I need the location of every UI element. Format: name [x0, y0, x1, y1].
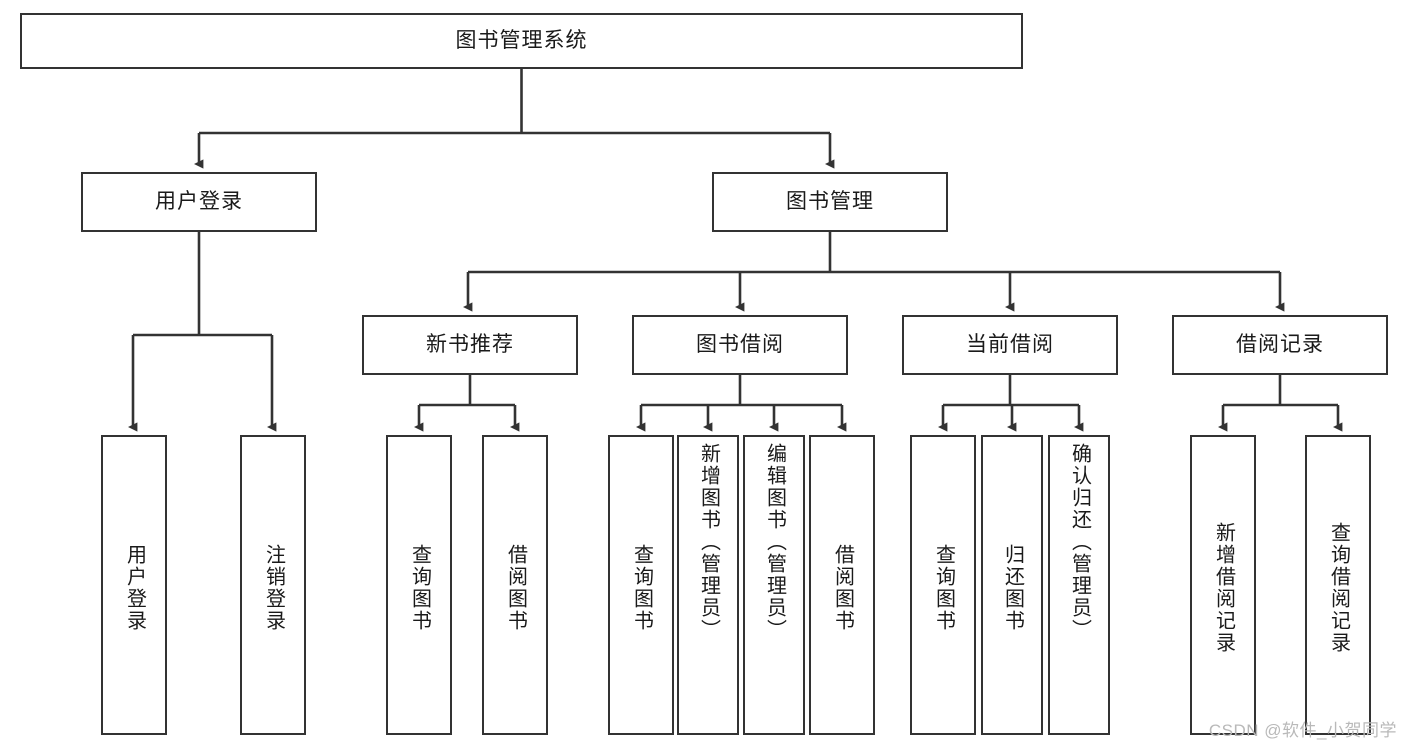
node-leaf-query-book-1-label: 查询图书 — [408, 544, 431, 632]
node-leaf-add-book[interactable]: 新增图书（管理员） — [677, 435, 739, 735]
node-current-borrow-label: 当前借阅 — [966, 333, 1054, 357]
node-leaf-borrow-book-2[interactable]: 借阅图书 — [809, 435, 875, 735]
node-root-label: 图书管理系统 — [455, 29, 588, 53]
node-borrow-record[interactable]: 借阅记录 — [1172, 315, 1388, 375]
node-leaf-add-record[interactable]: 新增借阅记录 — [1190, 435, 1256, 735]
node-book-manage[interactable]: 图书管理 — [712, 172, 948, 232]
node-leaf-user-login[interactable]: 用户登录 — [101, 435, 167, 735]
node-leaf-query-book-3[interactable]: 查询图书 — [910, 435, 976, 735]
node-leaf-borrow-book-1[interactable]: 借阅图书 — [482, 435, 548, 735]
node-book-manage-label: 图书管理 — [786, 190, 874, 214]
node-leaf-edit-book[interactable]: 编辑图书（管理员） — [743, 435, 805, 735]
node-leaf-return-book[interactable]: 归还图书 — [981, 435, 1043, 735]
node-leaf-borrow-book-1-label: 借阅图书 — [504, 544, 527, 632]
node-leaf-logout[interactable]: 注销登录 — [240, 435, 306, 735]
node-user-login[interactable]: 用户登录 — [81, 172, 317, 232]
node-new-book-recommend[interactable]: 新书推荐 — [362, 315, 578, 375]
node-leaf-query-record[interactable]: 查询借阅记录 — [1305, 435, 1371, 735]
node-leaf-borrow-book-2-label: 借阅图书 — [831, 544, 854, 632]
node-book-borrow-label: 图书借阅 — [696, 333, 784, 357]
node-leaf-edit-book-label: 编辑图书（管理员） — [763, 443, 786, 641]
node-leaf-user-login-label: 用户登录 — [123, 544, 146, 632]
node-leaf-confirm-return-label: 确认归还（管理员） — [1068, 443, 1091, 641]
node-root[interactable]: 图书管理系统 — [20, 13, 1023, 69]
node-leaf-query-book-2-label: 查询图书 — [630, 544, 653, 632]
node-user-login-label: 用户登录 — [155, 190, 243, 214]
node-leaf-logout-label: 注销登录 — [262, 544, 285, 632]
node-leaf-add-book-label: 新增图书（管理员） — [697, 443, 720, 641]
node-current-borrow[interactable]: 当前借阅 — [902, 315, 1118, 375]
node-leaf-query-book-3-label: 查询图书 — [932, 544, 955, 632]
node-leaf-return-book-label: 归还图书 — [1001, 544, 1024, 632]
node-book-borrow[interactable]: 图书借阅 — [632, 315, 848, 375]
node-leaf-query-record-label: 查询借阅记录 — [1327, 522, 1350, 654]
node-new-book-recommend-label: 新书推荐 — [426, 333, 514, 357]
node-leaf-confirm-return[interactable]: 确认归还（管理员） — [1048, 435, 1110, 735]
node-leaf-query-book-1[interactable]: 查询图书 — [386, 435, 452, 735]
watermark-text: CSDN @软件_小贺同学 — [1208, 721, 1397, 740]
node-borrow-record-label: 借阅记录 — [1236, 333, 1324, 357]
node-leaf-query-book-2[interactable]: 查询图书 — [608, 435, 674, 735]
node-leaf-add-record-label: 新增借阅记录 — [1212, 522, 1235, 654]
